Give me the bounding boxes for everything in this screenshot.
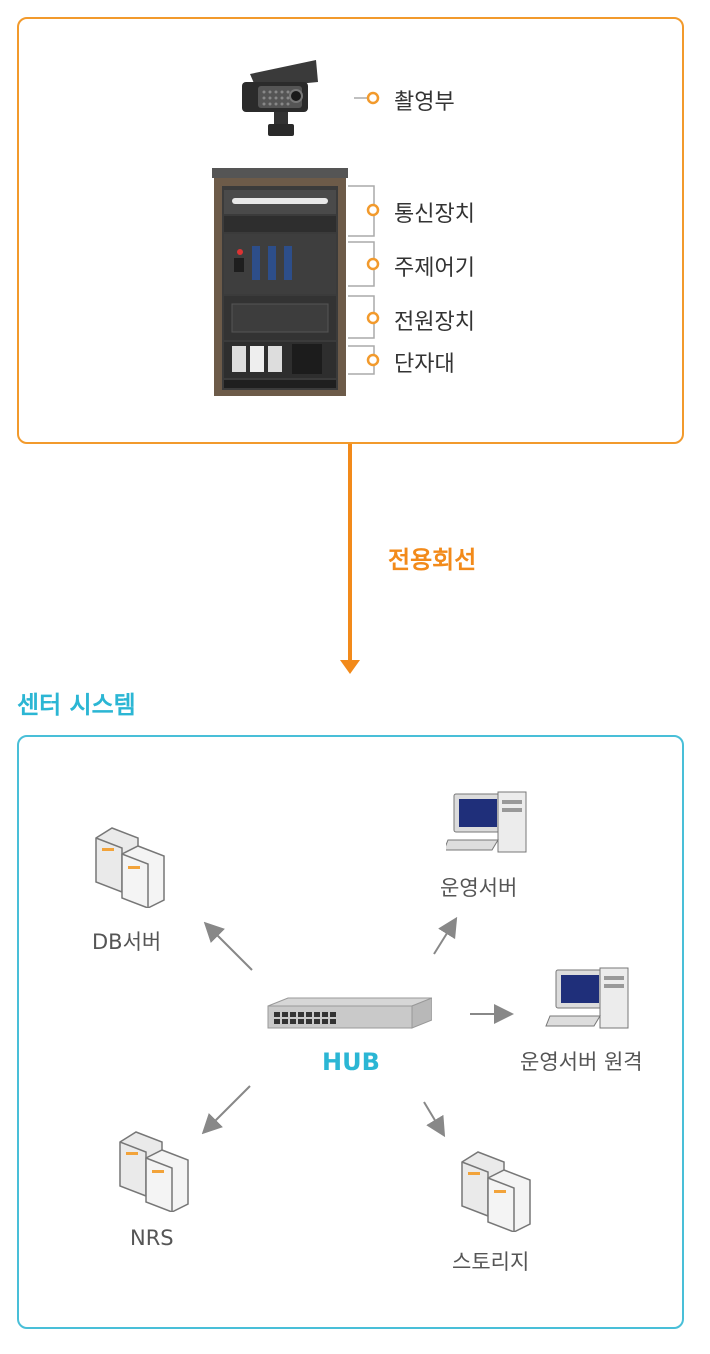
arrow-to-db bbox=[203, 921, 253, 971]
arrow-to-storage bbox=[423, 1101, 446, 1138]
storage-icon bbox=[461, 1151, 531, 1232]
camera-icon bbox=[242, 60, 318, 136]
field-equipment-panel bbox=[17, 17, 684, 444]
center-system-title: 센터 시스템 bbox=[17, 691, 136, 719]
nrs-label: NRS bbox=[130, 1226, 174, 1250]
storage-label: 스토리지 bbox=[452, 1250, 530, 1274]
arrow-to-nrs bbox=[201, 1085, 251, 1135]
arrow-to-ops bbox=[433, 916, 458, 955]
ops-remote-server-icon bbox=[545, 967, 629, 1029]
hub-label: HUB bbox=[322, 1048, 380, 1076]
hub-icon bbox=[267, 997, 432, 1029]
ops-remote-server-label: 운영서버 원격 bbox=[520, 1050, 643, 1074]
label-camera-unit: 촬영부 bbox=[394, 90, 455, 115]
ops-server-label: 운영서버 bbox=[440, 876, 518, 900]
dedicated-line-label: 전용회선 bbox=[388, 546, 477, 574]
db-server-label: DB서버 bbox=[92, 930, 162, 954]
cabinet-icon bbox=[212, 168, 348, 396]
db-server-icon bbox=[95, 827, 165, 908]
label-terminal-block: 단자대 bbox=[394, 352, 455, 377]
connector-lines bbox=[348, 91, 380, 375]
ops-server-icon bbox=[446, 791, 527, 853]
label-main-controller: 주제어기 bbox=[394, 256, 475, 281]
label-power-unit: 전원장치 bbox=[394, 310, 475, 335]
label-comm-device: 통신장치 bbox=[394, 202, 475, 227]
nrs-icon bbox=[119, 1131, 189, 1212]
center-system-panel bbox=[17, 735, 684, 1329]
dedicated-line-arrow bbox=[340, 444, 360, 674]
